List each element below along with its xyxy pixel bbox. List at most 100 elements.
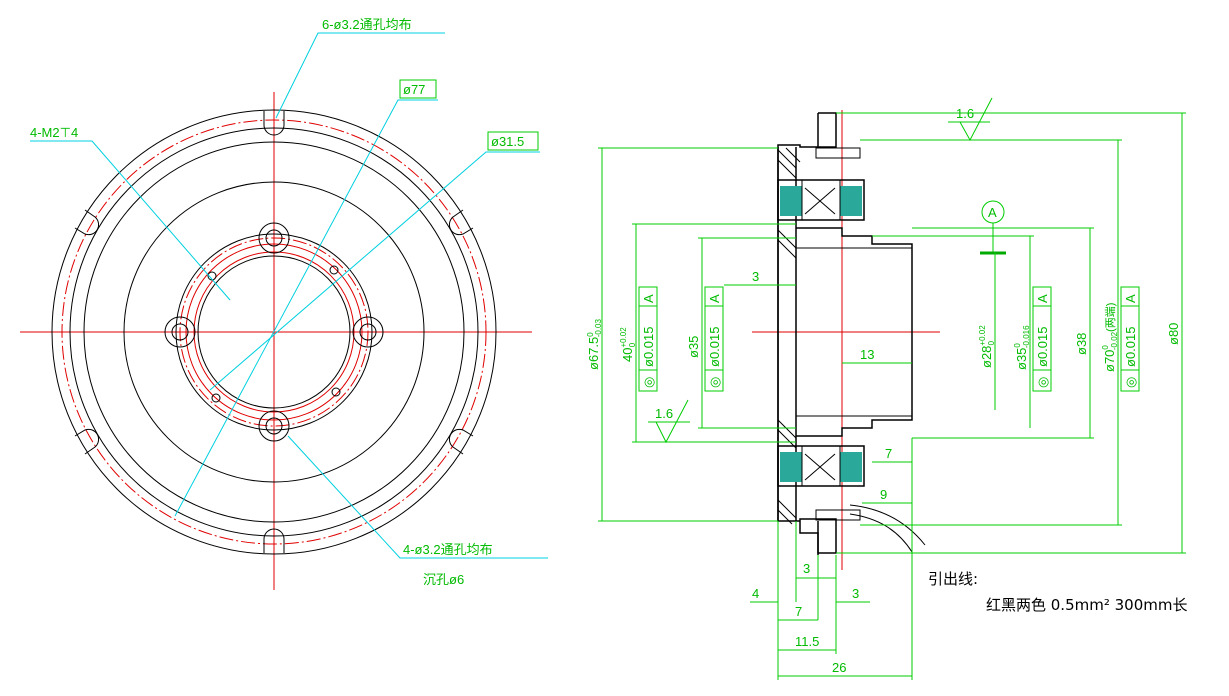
notch-top bbox=[263, 111, 285, 136]
dim-d70: ø700-0.02(两端) bbox=[1101, 303, 1119, 372]
notch-bottom bbox=[263, 528, 285, 553]
leader-6-holes bbox=[275, 32, 445, 119]
label-6-holes: 6-ø3.2通孔均布 bbox=[322, 17, 412, 32]
thread-hole-3 bbox=[211, 393, 221, 403]
cb-hole-bottom-outer bbox=[258, 410, 290, 442]
cb-hole-top bbox=[265, 229, 283, 247]
gdt-f2-tol: ø0.015 bbox=[707, 327, 722, 367]
lead-wire-1 bbox=[849, 504, 926, 546]
dim-d35b: ø350-0.016 bbox=[1013, 325, 1031, 370]
roughness-left-value: 1.6 bbox=[655, 406, 673, 421]
thread-hole-2 bbox=[329, 265, 339, 275]
lead-wire-spec: 红黑两色 0.5mm² 300mm长 bbox=[986, 596, 1188, 614]
front-leaders bbox=[30, 32, 548, 559]
counterbored-holes bbox=[164, 222, 384, 442]
thread-circle bbox=[193, 251, 355, 413]
dim-d67-5: ø67.50-0.03 bbox=[586, 319, 603, 370]
notch-lower-right bbox=[448, 428, 474, 455]
dim-d80: ø80 bbox=[1166, 323, 1181, 345]
notch-lower-left bbox=[74, 428, 100, 455]
box-d31-5 bbox=[487, 131, 539, 151]
housing-outline bbox=[777, 112, 837, 554]
cb-hole-top-outer bbox=[258, 222, 290, 254]
hub-outer bbox=[175, 233, 373, 431]
gdt-f3-datum: A bbox=[1035, 294, 1050, 303]
face-circle bbox=[123, 181, 425, 483]
gdt-f1-datum: A bbox=[641, 294, 656, 303]
rim-inner-edge bbox=[69, 127, 479, 537]
coil-top-winding-right bbox=[840, 186, 862, 216]
dim-7-right: 7 bbox=[885, 446, 892, 461]
cb-hole-right-outer bbox=[352, 316, 384, 348]
coil-bottom-frame bbox=[777, 445, 865, 487]
datum-letter: A bbox=[988, 205, 997, 220]
bolt-circle-77 bbox=[61, 119, 487, 545]
right-dimensions bbox=[836, 112, 1186, 554]
coil-top-core bbox=[801, 180, 841, 220]
front-view: 6-ø3.2通孔均布 ø77 4-M2⊤4 ø31.5 4-ø3.2通孔均布 沉… bbox=[20, 17, 548, 590]
notch-upper-left bbox=[74, 209, 100, 236]
roughness-left: 1.6 bbox=[648, 399, 690, 444]
hub-bore-31-5 bbox=[197, 255, 351, 409]
dim-d28: ø28+0.020 bbox=[978, 325, 996, 368]
box-d77 bbox=[399, 79, 437, 99]
gdt-f4-datum: A bbox=[1123, 294, 1138, 303]
dim-4: 4 bbox=[752, 586, 759, 601]
gdt-f2-symbol: ◎ bbox=[707, 377, 722, 388]
gdt-f2-datum: A bbox=[707, 294, 722, 303]
notch-upper-right bbox=[448, 209, 474, 236]
bolt-bottom bbox=[815, 509, 861, 521]
hatching bbox=[777, 147, 801, 525]
gdt-frames: ◎ ø0.015 A ◎ ø0.015 A ◎ ø0.015 A ◎ ø0.01… bbox=[638, 286, 1140, 392]
lead-wire-2 bbox=[849, 513, 913, 553]
label-m2: 4-M2⊤4 bbox=[30, 125, 78, 140]
leader-m2 bbox=[30, 140, 231, 301]
vertical-dim-texts: ø67.50-0.03 40+0.020 ø35 ø28+0.020 ø350-… bbox=[586, 303, 1181, 372]
thread-hole-4 bbox=[331, 387, 341, 397]
dim-7-bottom: 7 bbox=[795, 604, 802, 619]
bottom-dims: 3 4 3 7 11.5 26 bbox=[750, 438, 913, 680]
hub-bolt-circle bbox=[179, 237, 369, 427]
roughness-top: 1.6 bbox=[948, 97, 993, 142]
cb-hole-bottom bbox=[265, 417, 283, 435]
cb-hole-left bbox=[171, 323, 189, 341]
dim-11-5: 11.5 bbox=[795, 634, 819, 649]
datum-a: A bbox=[980, 200, 1006, 255]
leader-4-holes bbox=[287, 435, 548, 559]
leader-d77 bbox=[174, 99, 438, 517]
coil-bottom-core bbox=[801, 446, 841, 486]
rim-notches bbox=[74, 111, 474, 553]
coil-top-frame bbox=[777, 179, 865, 221]
dim-3-bottom-a: 3 bbox=[803, 561, 810, 576]
lead-wire-title: 引出线: bbox=[928, 570, 979, 588]
label-counterbore: 沉孔ø6 bbox=[423, 572, 464, 587]
outer-rim bbox=[51, 109, 497, 555]
inner-dims: 3 13 7 9 bbox=[724, 269, 912, 504]
gdt-f1-symbol: ◎ bbox=[641, 377, 656, 388]
label-d77: ø77 bbox=[403, 82, 425, 97]
leader-d31-5 bbox=[209, 151, 540, 391]
coil-top-winding-left bbox=[780, 186, 802, 216]
coil-bottom-winding-right bbox=[840, 452, 862, 482]
dim-26: 26 bbox=[832, 660, 846, 675]
gdt-f1-tol: ø0.015 bbox=[641, 327, 656, 367]
gdt-f3-tol: ø0.015 bbox=[1035, 327, 1050, 367]
dim-13: 13 bbox=[860, 347, 874, 362]
left-dimensions bbox=[598, 147, 796, 522]
gdt-f4-symbol: ◎ bbox=[1123, 377, 1138, 388]
gdt-f4-tol: ø0.015 bbox=[1123, 327, 1138, 367]
dim-3-bottom-b: 3 bbox=[852, 586, 859, 601]
rotor-hub bbox=[796, 227, 913, 437]
dim-d38: ø38 bbox=[1074, 333, 1089, 355]
coil-bottom-winding-left bbox=[780, 452, 802, 482]
cb-hole-right bbox=[359, 323, 377, 341]
label-4-holes: 4-ø3.2通孔均布 bbox=[403, 542, 493, 557]
bolt-top bbox=[815, 147, 861, 159]
step-circle bbox=[83, 141, 465, 523]
dim-9: 9 bbox=[880, 487, 887, 502]
gdt-f3-symbol: ◎ bbox=[1035, 377, 1050, 388]
cb-hole-left-outer bbox=[164, 316, 196, 348]
dim-d35: ø35 bbox=[686, 336, 701, 358]
dim-3-top: 3 bbox=[752, 269, 759, 284]
